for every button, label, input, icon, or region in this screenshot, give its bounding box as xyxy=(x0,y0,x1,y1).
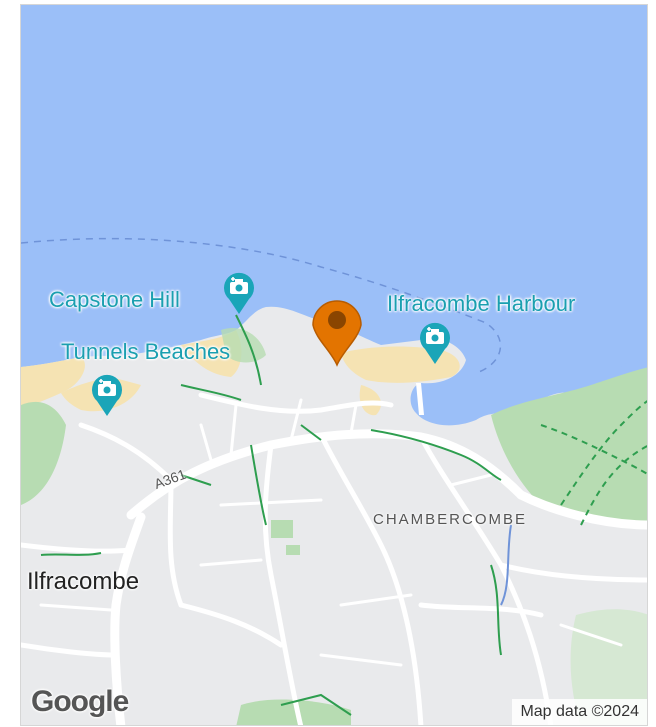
park-west xyxy=(21,401,66,505)
beach-west xyxy=(21,357,85,410)
camera-attraction-icon[interactable] xyxy=(91,373,123,417)
map-canvas[interactable]: Capstone Hill Ilfracombe Harbour Tunnels… xyxy=(20,4,648,726)
poi-label-capstone-hill[interactable]: Capstone Hill xyxy=(49,287,180,312)
park-east xyxy=(491,367,647,525)
map-attribution[interactable]: Map data ©2024 xyxy=(512,699,647,725)
district-label-chambercombe: CHAMBERCOMBE xyxy=(373,511,528,528)
map-tiles xyxy=(21,5,647,725)
town-label-ilfracombe[interactable]: Ilfracombe xyxy=(27,568,140,595)
camera-attraction-icon[interactable] xyxy=(419,321,451,365)
poi-label-tunnels-beaches[interactable]: Tunnels Beaches xyxy=(61,339,231,364)
location-pin-icon[interactable] xyxy=(308,293,366,367)
road-a361 xyxy=(126,429,526,520)
poi-label-ilfracombe-harbour[interactable]: Ilfracombe Harbour xyxy=(387,291,576,316)
sea xyxy=(21,5,647,426)
camera-attraction-icon[interactable] xyxy=(223,271,255,315)
google-logo[interactable]: Google xyxy=(31,685,129,718)
